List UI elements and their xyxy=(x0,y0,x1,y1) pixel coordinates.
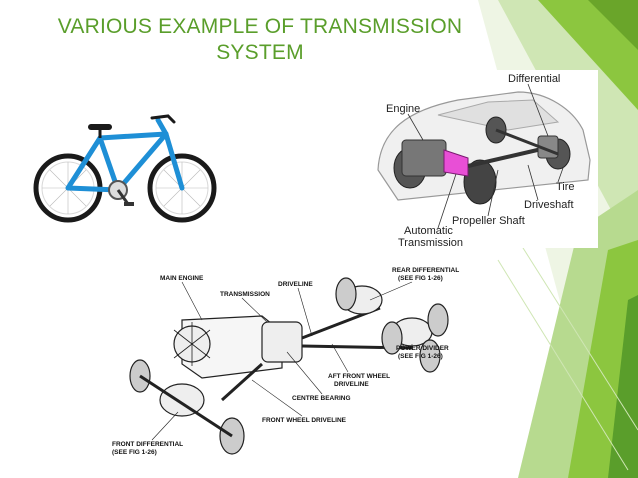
label-power-divider: POWER DIVIDER xyxy=(396,345,449,352)
car-drivetrain-icon: Differential Engine Tire Driveshaft Prop… xyxy=(368,70,598,248)
label-rear-differential-ref: (SEE FIG 1-26) xyxy=(398,275,443,282)
label-differential: Differential xyxy=(508,73,560,85)
bicycle-icon xyxy=(33,114,217,223)
label-main-engine: MAIN ENGINE xyxy=(160,275,204,282)
label-automatic-transmission: Transmission xyxy=(398,237,463,248)
label-power-divider-ref: (SEE FIG 1-26) xyxy=(398,353,443,360)
label-transmission: TRANSMISSION xyxy=(220,291,270,298)
label-driveline: DRIVELINE xyxy=(278,281,313,288)
title-line-2: SYSTEM xyxy=(216,41,304,64)
label-driveshaft: Driveshaft xyxy=(524,199,574,211)
label-front-differential-ref: (SEE FIG 1-26) xyxy=(112,449,157,456)
slide-title: VARIOUS EXAMPLE OF TRANSMISSION SYSTEM xyxy=(40,14,480,66)
label-centre-bearing: CENTRE BEARING xyxy=(292,395,351,402)
label-propeller-shaft: Propeller Shaft xyxy=(452,215,525,227)
label-rear-differential: REAR DIFFERENTIAL xyxy=(392,267,459,274)
label-tire: Tire xyxy=(556,181,575,193)
label-front-wheel-driveline: FRONT WHEEL DRIVELINE xyxy=(262,417,347,424)
label-aft-front-wheel: AFT FRONT WHEEL xyxy=(328,373,390,380)
label-automatic: Automatic xyxy=(404,225,453,237)
truck-drivetrain-icon: MAIN ENGINE TRANSMISSION DRIVELINE REAR … xyxy=(112,267,459,456)
title-line-1: VARIOUS EXAMPLE OF TRANSMISSION xyxy=(57,15,463,38)
label-engine: Engine xyxy=(386,103,420,115)
label-front-differential: FRONT DIFFERENTIAL xyxy=(112,441,183,448)
label-aft-front-driveline: DRIVELINE xyxy=(334,381,369,388)
